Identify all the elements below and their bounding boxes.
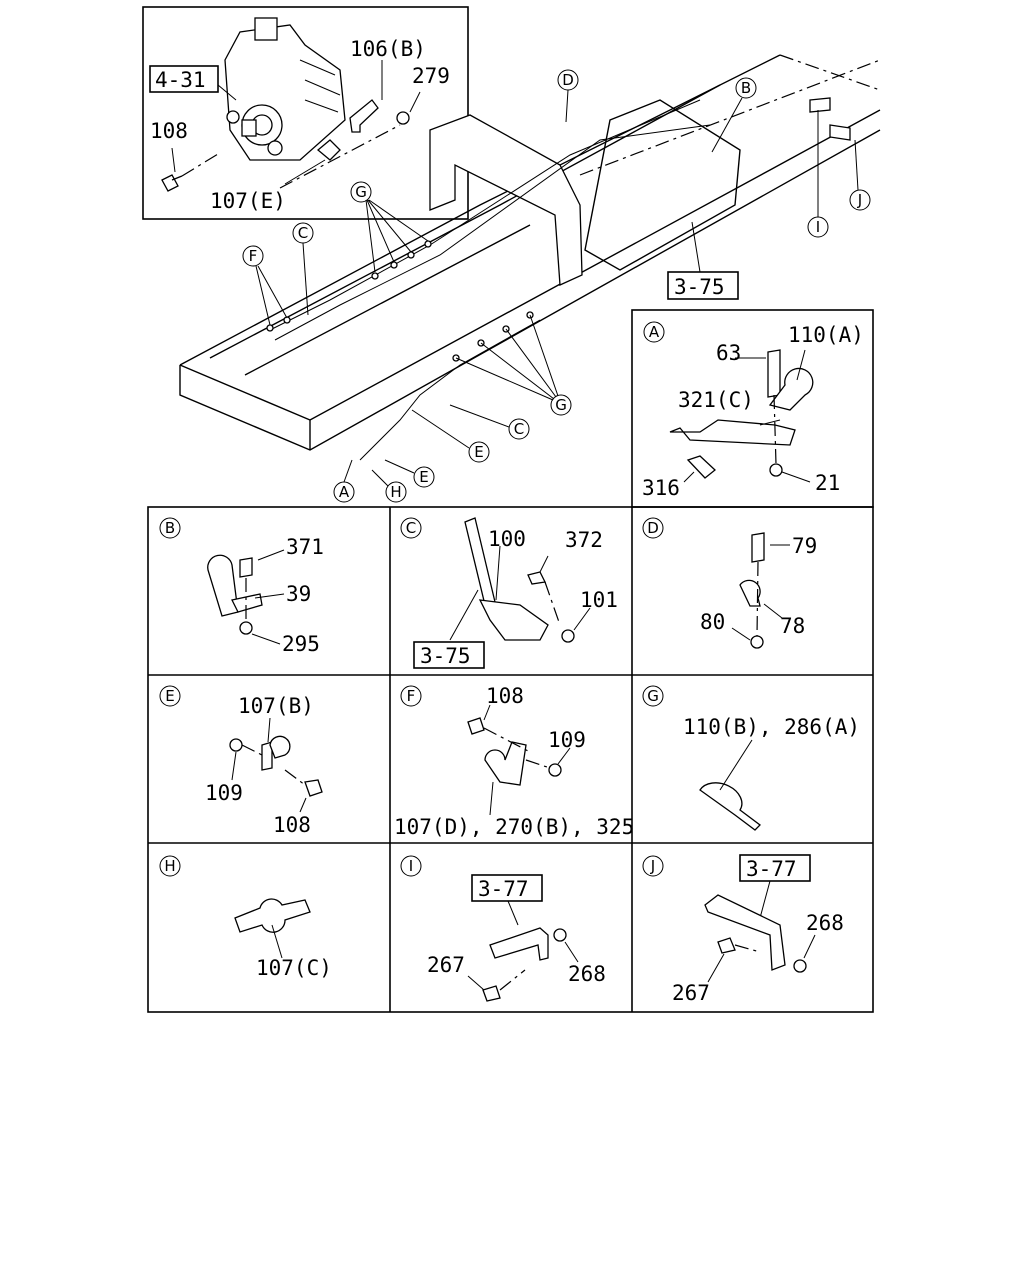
callout-H: H [371,469,407,503]
panel-E-label-107b: 107(B) [238,694,314,718]
panel-C-ref-label: 3-75 [420,644,471,668]
panel-A-label-63: 63 [716,341,741,365]
callout-G-top: G [350,181,429,273]
panel-C-label-372: 372 [565,528,603,552]
inset-frame [142,6,469,220]
panel-G-letter: G [647,687,659,705]
panel-B: B 371 39 295 [159,517,324,656]
ref-box-4-31 [149,65,219,93]
panel-B-letter: B [165,519,175,537]
panel-D: D 79 78 80 [642,517,817,649]
inset-pump: 4-31 106(B) 279 108 107(E) [142,6,469,220]
panel-C: C 100 372 101 3-75 [400,517,618,669]
panel-B-label-371: 371 [286,535,324,559]
panel-G-label-110b: 110(B), 286(A) [683,715,860,739]
ref-box-3-75-main [667,271,739,300]
ref-label-3-75-main: 3-75 [674,275,725,299]
panel-B-label-39: 39 [286,582,311,606]
panel-A-letter: A [649,323,660,341]
nut-279 [396,111,410,125]
panel-A-label-110a: 110(A) [788,323,864,347]
svg-text:I: I [816,218,820,236]
panel-J-ref-label: 3-77 [746,857,797,881]
panel-F-label-109: 109 [548,728,586,752]
label-279: 279 [412,64,450,88]
panel-E-label-108: 108 [273,813,311,837]
svg-text:G: G [555,396,567,414]
panel-J-letter: J [650,857,655,875]
panel-I-ref-label: 3-77 [478,877,529,901]
svg-text:A: A [339,483,350,501]
panel-D-label-78: 78 [780,614,805,638]
callout-G-bottom: G [455,314,572,416]
svg-text:C: C [514,420,524,438]
panel-E: E 107(B) 109 108 [159,685,323,837]
svg-text:G: G [355,183,367,201]
callout-C-top: C [292,222,314,316]
callout-E-mid: E [411,409,490,463]
panel-F-label-107d: 107(D), 270(B), 325 [394,815,634,839]
panel-F: F 108 109 107(D), 270(B), 325 [394,684,634,839]
panel-E-label-109: 109 [205,781,243,805]
panel-H-letter: H [164,857,175,875]
panel-I-label-267: 267 [427,953,465,977]
panel-D-label-79: 79 [792,534,817,558]
svg-text:E: E [474,443,483,461]
callout-C-bottom: C [449,404,530,440]
callout-A: A [333,459,355,503]
svg-text:J: J [857,191,862,209]
panel-I-letter: I [409,857,413,875]
panel-C-label-101: 101 [580,588,618,612]
panel-C-ref-box [413,641,485,669]
clip-107e [316,139,341,161]
bracket-106b [349,99,379,133]
callout-B: B [711,77,757,153]
svg-text:D: D [562,71,574,89]
panel-J-ref-box [739,854,811,882]
callout-E-low: E [384,459,435,488]
panel-A-label-321c: 321(C) [678,388,754,412]
panel-I: I 3-77 267 268 [400,855,606,1002]
panel-H-label-107c: 107(C) [256,956,332,980]
svg-text:F: F [249,247,258,265]
panel-B-label-295: 295 [282,632,320,656]
svg-text:E: E [419,468,428,486]
ref-label-4-31: 4-31 [155,68,206,92]
injection-pump-drawing [224,17,346,161]
panel-J: J 3-77 268 267 [642,854,844,1005]
panel-grid [147,506,874,1013]
label-107e: 107(E) [210,189,286,213]
bolt-108 [161,174,179,192]
chassis-frame-drawing [179,54,881,461]
panel-D-label-80: 80 [700,610,725,634]
panel-H: H 107(C) [159,855,332,980]
callout-F: F [242,245,288,326]
panel-J-label-268: 268 [806,911,844,935]
panel-A: A 63 110(A) 321(C) 316 21 [631,309,874,508]
panel-C-label-100: 100 [488,527,526,551]
panel-I-ref-box [471,874,543,902]
panel-C-letter: C [406,519,416,537]
panel-A-label-316: 316 [642,476,680,500]
panel-F-letter: F [407,687,416,705]
panel-F-label-108: 108 [486,684,524,708]
panel-A-label-21: 21 [815,471,840,495]
label-106b: 106(B) [350,37,426,61]
callout-I: I [807,110,829,238]
callout-J: J [849,139,871,211]
svg-text:C: C [298,224,308,242]
svg-text:H: H [390,483,401,501]
panel-I-label-268: 268 [568,962,606,986]
label-108: 108 [150,119,188,143]
panel-D-letter: D [647,519,659,537]
panel-G: G 110(B), 286(A) [642,685,860,831]
svg-text:B: B [741,79,751,97]
panel-J-label-267: 267 [672,981,710,1005]
panel-E-letter: E [165,687,174,705]
callout-D: D [557,69,579,123]
